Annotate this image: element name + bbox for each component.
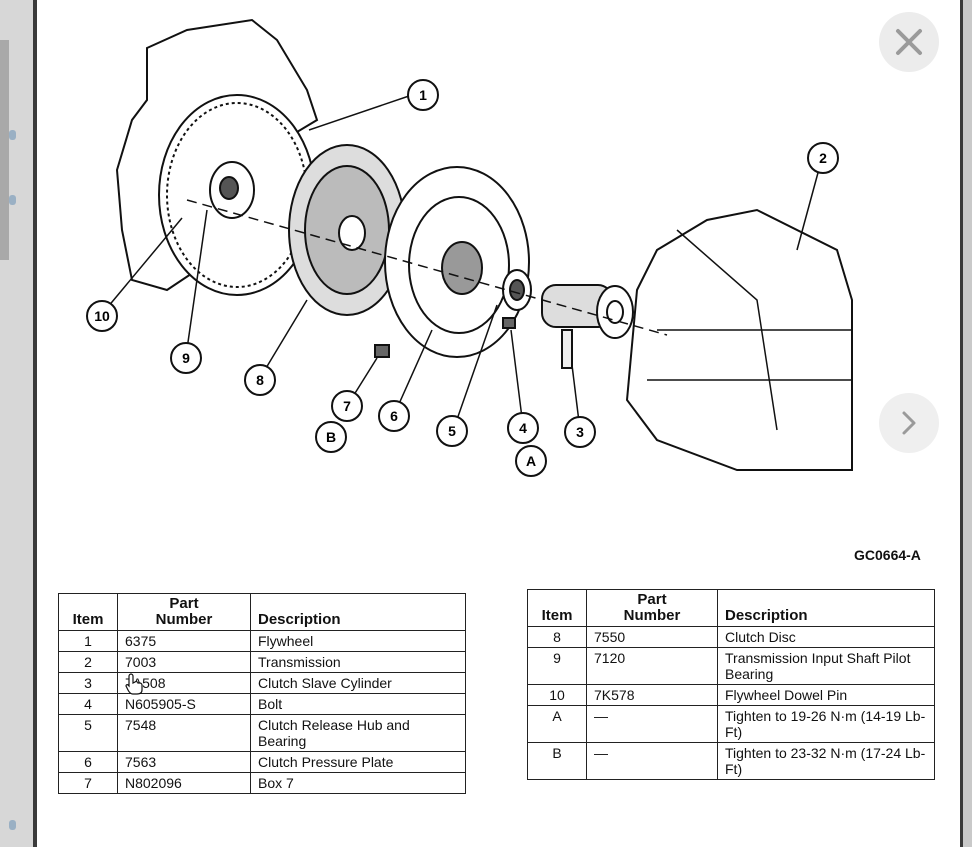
cell-item: 4 (58, 693, 118, 715)
cell-part: N802096 (117, 772, 251, 794)
cell-part: N605905-S (117, 693, 251, 715)
header-description: Description (717, 589, 935, 627)
cell-desc: Tighten to 19-26 N·m (14-19 Lb-Ft) (717, 705, 935, 743)
cell-part: 7120 (586, 647, 718, 685)
header-item: Item (527, 589, 587, 627)
callout-6: 6 (378, 400, 410, 432)
header-item: Item (58, 593, 118, 631)
svg-text:3: 3 (576, 424, 584, 440)
svg-text:10: 10 (94, 308, 110, 324)
svg-text:4: 4 (519, 420, 527, 436)
callout-3: 3 (564, 416, 596, 448)
svg-text:2: 2 (819, 150, 827, 166)
background-marker (9, 130, 16, 140)
table-row: B—Tighten to 23-32 N·m (17-24 Lb-Ft) (527, 742, 935, 780)
cell-desc: Flywheel Dowel Pin (717, 684, 935, 706)
svg-text:7: 7 (343, 398, 351, 414)
cell-item: 9 (527, 647, 587, 685)
background-edge (0, 0, 33, 847)
cell-part: — (586, 742, 718, 780)
cell-part: 7563 (117, 751, 251, 773)
background-marker (9, 195, 16, 205)
cell-desc: Clutch Release Hub and Bearing (250, 714, 466, 752)
cell-item: 7 (58, 772, 118, 794)
cell-item: 2 (58, 651, 118, 673)
svg-text:A: A (526, 453, 536, 469)
callout-8: 8 (244, 364, 276, 396)
callout-A: A (515, 445, 547, 477)
close-button[interactable] (879, 12, 939, 72)
chevron-right-icon (902, 411, 916, 435)
cell-part: 6375 (117, 630, 251, 652)
table-row: A—Tighten to 19-26 N·m (14-19 Lb-Ft) (527, 705, 935, 743)
cell-part: — (586, 705, 718, 743)
cell-desc: Clutch Disc (717, 626, 935, 648)
svg-text:8: 8 (256, 372, 264, 388)
callout-2: 2 (807, 142, 839, 174)
cell-item: 6 (58, 751, 118, 773)
cell-desc: Transmission Input Shaft Pilot Bearing (717, 647, 935, 685)
cell-item: 3 (58, 672, 118, 694)
hand-cursor-icon (125, 673, 143, 695)
svg-text:6: 6 (390, 408, 398, 424)
cell-item: 10 (527, 684, 587, 706)
header-description: Description (250, 593, 466, 631)
diagram-code: GC0664-A (854, 547, 921, 563)
svg-text:9: 9 (182, 350, 190, 366)
callout-7: 7 (331, 390, 363, 422)
cell-part: 7548 (117, 714, 251, 752)
cell-desc: Box 7 (250, 772, 466, 794)
cell-desc: Clutch Slave Cylinder (250, 672, 466, 694)
svg-text:1: 1 (419, 87, 427, 103)
bolt (502, 317, 516, 329)
cell-part: 7K578 (586, 684, 718, 706)
background-marker (9, 820, 16, 830)
cell-part: 7003 (117, 651, 251, 673)
cell-item: B (527, 742, 587, 780)
next-image-button[interactable] (879, 393, 939, 453)
cell-desc: Clutch Pressure Plate (250, 751, 466, 773)
cell-desc: Transmission (250, 651, 466, 673)
header-part-number: Part Number (586, 589, 718, 627)
cell-item: 5 (58, 714, 118, 752)
callout-B: B (315, 421, 347, 453)
close-icon (896, 29, 922, 55)
callout-9: 9 (170, 342, 202, 374)
callout-4: 4 (507, 412, 539, 444)
bolt (374, 344, 390, 358)
svg-text:B: B (326, 429, 336, 445)
transmission-housing (625, 208, 853, 471)
cell-desc: Flywheel (250, 630, 466, 652)
callout-1: 1 (407, 79, 439, 111)
cell-item: A (527, 705, 587, 743)
background-scrollbar (0, 40, 9, 260)
svg-text:5: 5 (448, 423, 456, 439)
callout-5: 5 (436, 415, 468, 447)
cell-item: 1 (58, 630, 118, 652)
cell-item: 8 (527, 626, 587, 648)
cell-desc: Tighten to 23-32 N·m (17-24 Lb-Ft) (717, 742, 935, 780)
header-part-number: Part Number (117, 593, 251, 631)
cell-desc: Bolt (250, 693, 466, 715)
clutch-exploded-diagram: 1 2 3 4 5 6 7 8 9 10 A B (86, 18, 853, 477)
callout-10: 10 (86, 300, 118, 332)
cell-part: 7550 (586, 626, 718, 648)
